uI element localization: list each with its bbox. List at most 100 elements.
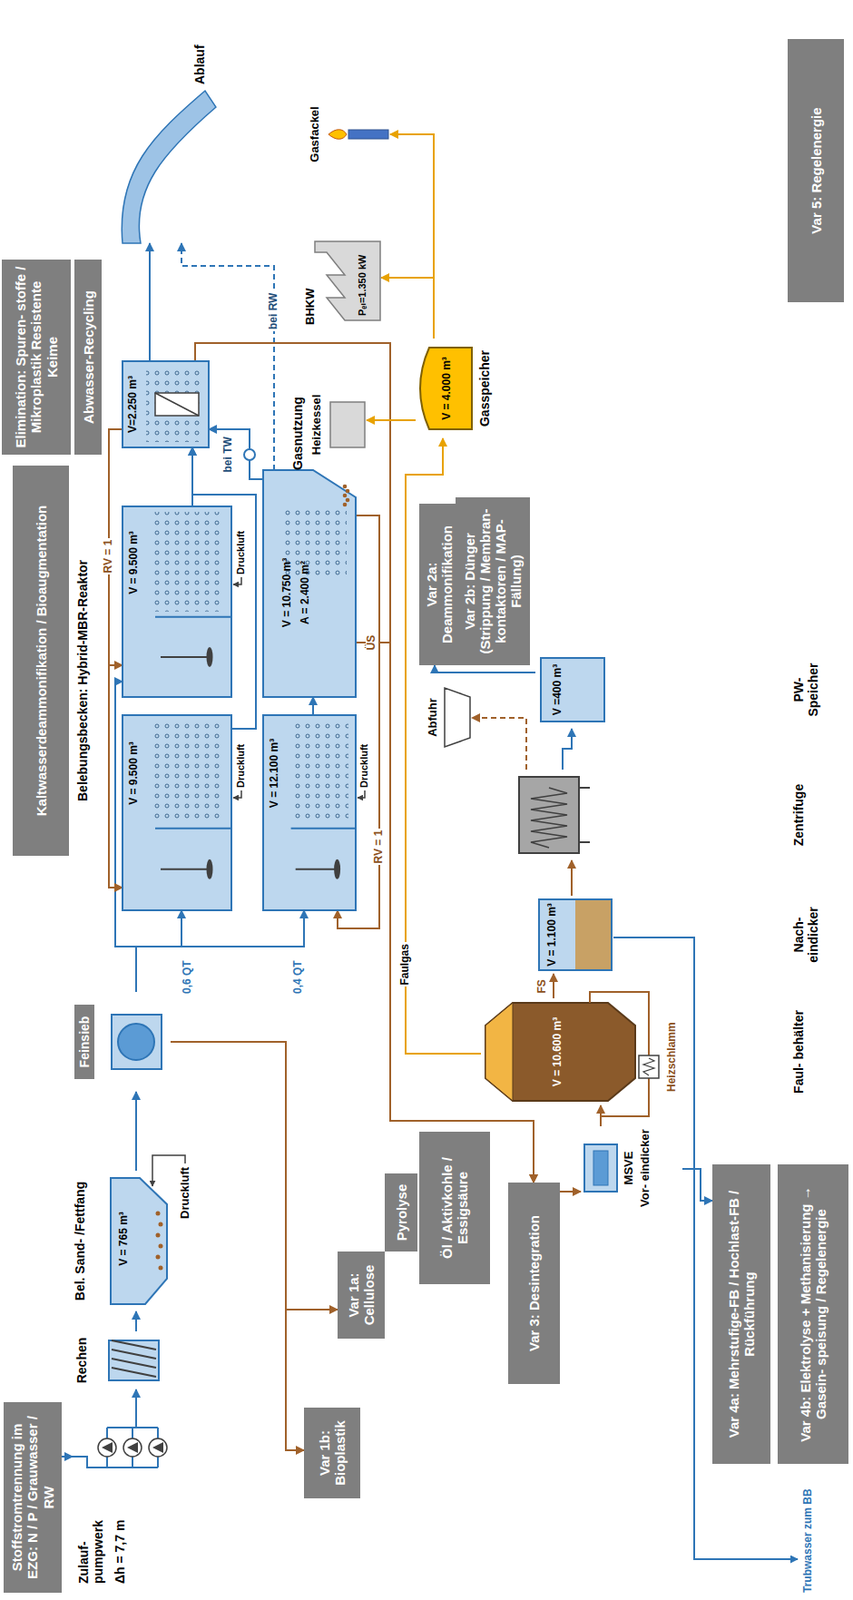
flow-line bbox=[312, 696, 314, 716]
variant-box-fill bbox=[419, 503, 461, 666]
container bbox=[444, 687, 471, 747]
edge-label: RV = 1 bbox=[372, 828, 386, 866]
node-text: Abwasser-Recycling bbox=[80, 264, 97, 450]
node-text: Var 4b: Elektrolyse + Methanisierung → G… bbox=[797, 1169, 830, 1459]
flame bbox=[328, 129, 347, 140]
pipe bbox=[72, 1406, 158, 1468]
kessel-unit: Heizkessel bbox=[310, 388, 367, 461]
node-text: V = 10.600 m³ bbox=[551, 1006, 565, 1098]
node-shape bbox=[480, 998, 831, 1106]
node-text: Vor- eindicker bbox=[638, 1126, 653, 1210]
node-text: Δh = 7,7 m bbox=[112, 1481, 128, 1584]
annotation-label: Belebungsbecken: Hybrid-MBR-Reaktor bbox=[75, 559, 90, 802]
node-text: V = 10.750 m³ bbox=[281, 542, 295, 643]
heat-exchanger bbox=[638, 1055, 659, 1079]
node-text: BHKW bbox=[303, 270, 318, 325]
flare-stack bbox=[348, 129, 389, 139]
sludge bbox=[343, 484, 348, 490]
pump-symbol bbox=[148, 1438, 167, 1457]
node-text: PW- Speicher bbox=[791, 650, 821, 729]
variant-box: Var 3: Desintegration bbox=[508, 1182, 560, 1384]
abfuhr-unit: Abfuhr bbox=[426, 683, 472, 752]
rake-unit: Rechen bbox=[72, 1331, 173, 1390]
node-text: V = 1.100 m³ bbox=[546, 895, 559, 974]
variant-box: Öl / Aktivkohle / Essigsäure bbox=[419, 1131, 491, 1285]
variant-box: Var 2b: Dünger (Strippung / Membran- kon… bbox=[455, 497, 530, 666]
annotation-label: Druckluft bbox=[178, 1166, 193, 1219]
grit bbox=[158, 1222, 164, 1227]
bb-unit: V = 9.500 m³ bbox=[122, 506, 232, 697]
flow-line bbox=[559, 1190, 581, 1193]
variant-box: Var 4b: Elektrolyse + Methanisierung → G… bbox=[777, 1164, 849, 1464]
flow-line bbox=[355, 642, 534, 1183]
annotation-label: Druckluft bbox=[358, 744, 371, 788]
flow-line bbox=[191, 447, 194, 507]
flow-line bbox=[108, 429, 123, 888]
basin bbox=[122, 506, 232, 697]
grit bbox=[158, 1265, 164, 1271]
air-pipe bbox=[357, 790, 365, 798]
annotation-label: 0,4 QT bbox=[292, 960, 305, 994]
thickener-drum bbox=[593, 1150, 608, 1186]
node-text: Pyrolyse bbox=[393, 1178, 410, 1246]
flow-line bbox=[170, 1041, 338, 1310]
annotation-label: Heizschlamm bbox=[666, 1021, 679, 1092]
node-text: Pₑₗ=1.350 kW bbox=[356, 234, 369, 316]
pump-symbol bbox=[152, 1441, 164, 1453]
variant-box-fill bbox=[12, 465, 69, 856]
variant-box-fill bbox=[303, 1407, 361, 1499]
basin bbox=[263, 715, 356, 911]
flow-line bbox=[570, 860, 573, 896]
node-text: Stoffstromtrennung im EZG: N / P / Grauw… bbox=[9, 1407, 57, 1588]
grit bbox=[156, 1233, 161, 1238]
variant-box: Var 4a: Mehrstufige-FB / Hochlast-FB / R… bbox=[712, 1164, 771, 1464]
screen-bar bbox=[111, 1349, 157, 1359]
basin bbox=[122, 715, 232, 911]
flow-line bbox=[135, 1311, 138, 1332]
flow-line bbox=[552, 973, 555, 999]
node-text: Gasspeicher bbox=[477, 338, 492, 439]
annotation-label: Trubwasser zum BB bbox=[802, 1488, 815, 1593]
receiving-water bbox=[121, 90, 216, 244]
basin-wall bbox=[155, 616, 232, 618]
node-text: V = 12.100 m³ bbox=[268, 722, 282, 824]
flow-line bbox=[208, 429, 264, 480]
heat-exchanger bbox=[643, 1058, 655, 1076]
bhkw-unit: BHKW Pₑₗ=1.350 kW bbox=[303, 229, 382, 325]
node-text: V=2.250 m³ bbox=[127, 361, 140, 448]
node-text: Kaltwasserdeammonifikation / Bioaugmenta… bbox=[33, 470, 50, 851]
node-text: V = 4.000 m³ bbox=[441, 343, 454, 434]
node-text: Var 4a: Mehrstufige-FB / Hochlast-FB / R… bbox=[725, 1169, 758, 1459]
flow-line bbox=[434, 665, 536, 673]
node-text: V = 9.500 m³ bbox=[127, 722, 141, 824]
node-shape bbox=[535, 650, 831, 729]
basin-wall bbox=[155, 827, 232, 830]
edge-label: ÜS bbox=[365, 633, 379, 653]
mixer bbox=[160, 656, 208, 658]
edge-label: FS bbox=[536, 977, 550, 995]
sieve-unit: Feinsieb bbox=[70, 991, 171, 1092]
flow-line bbox=[195, 343, 534, 1183]
faul-unit: Faul- behälterV = 10.600 m³ bbox=[480, 998, 831, 1106]
digester bbox=[485, 1002, 636, 1101]
pump-unit: Zulauf- pumpwerkΔh = 7,7 m bbox=[72, 1406, 173, 1584]
pump-symbol bbox=[123, 1438, 142, 1457]
flow-line bbox=[135, 1389, 138, 1407]
grit bbox=[156, 1211, 161, 1216]
flow-line bbox=[390, 134, 434, 339]
bb-unit: V = 12.100 m³ bbox=[263, 715, 356, 911]
variant-box-fill bbox=[455, 497, 530, 666]
variant-box: Var 1a: Cellulose bbox=[337, 1251, 385, 1339]
variant-box-fill bbox=[384, 1173, 418, 1252]
node-shape bbox=[415, 338, 507, 439]
zentr-unit: Zentrifuge bbox=[462, 769, 831, 861]
variant-box: Stoffstromtrennung im EZG: N / P / Grauw… bbox=[3, 1402, 62, 1593]
membrane-module bbox=[155, 392, 199, 416]
flow-line bbox=[136, 910, 304, 992]
pump-symbol bbox=[101, 1441, 113, 1453]
nach-unit: Nach- eindickerV = 1.100 m³ bbox=[535, 895, 831, 974]
pw-unit: PW- SpeicherV =400 m³ bbox=[535, 650, 831, 729]
node-text: Gasfackel bbox=[308, 93, 323, 176]
node-text: Var 2b: Dünger (Strippung / Membran- kon… bbox=[461, 502, 525, 660]
bb-unit: V = 9.500 m³ bbox=[122, 715, 232, 911]
